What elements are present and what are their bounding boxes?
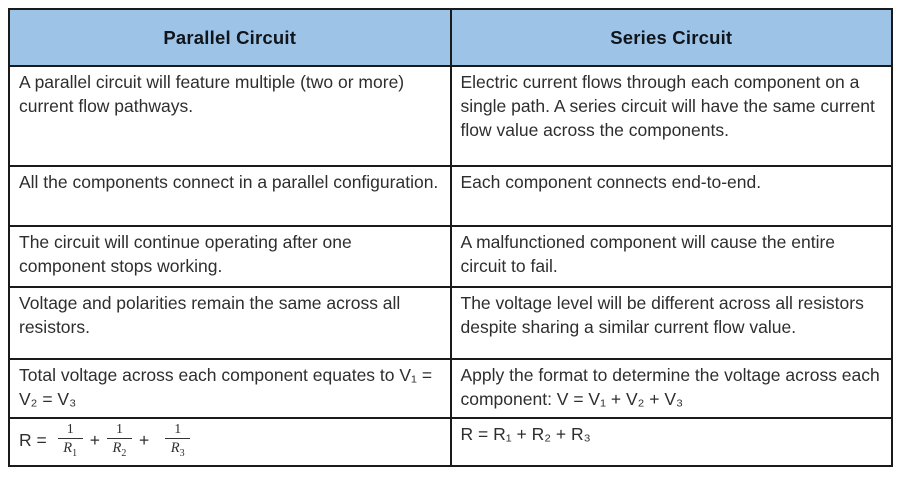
fraction-denominator: R1 <box>58 439 83 459</box>
denominator-subscript: 1 <box>72 447 78 459</box>
table-row: Voltage and polarities remain the same a… <box>8 286 893 360</box>
table-row: The circuit will continue operating afte… <box>8 225 893 288</box>
denominator-base: R <box>112 440 122 456</box>
comparison-table: Parallel Circuit Series Circuit A parall… <box>8 8 893 467</box>
formula-lead: R = <box>19 430 47 451</box>
fraction-numerator: 1 <box>106 422 132 439</box>
cell-series-fails: A malfunctioned component will cause the… <box>449 225 893 288</box>
cell-parallel-pathways: A parallel circuit will feature multiple… <box>8 65 452 167</box>
fraction-denominator: R2 <box>107 439 132 459</box>
cell-parallel-configuration: All the components connect in a parallel… <box>8 165 452 227</box>
cell-series-voltage-different: The voltage level will be different acro… <box>449 286 893 360</box>
fraction-numerator: 1 <box>57 422 83 439</box>
plus-operator: + <box>89 430 100 451</box>
denominator-base: R <box>63 440 73 456</box>
cell-parallel-total-voltage: Total voltage across each component equa… <box>8 358 452 419</box>
denominator-base: R <box>170 440 180 456</box>
plus-operator: + <box>138 430 150 451</box>
cell-series-voltage-formula: Apply the format to determine the voltag… <box>449 358 893 419</box>
fraction-denominator: R3 <box>165 439 190 459</box>
column-header-series: Series Circuit <box>449 8 893 67</box>
cell-parallel-keeps-operating: The circuit will continue operating afte… <box>8 225 452 288</box>
denominator-subscript: 2 <box>121 447 127 459</box>
table-header: Parallel Circuit Series Circuit <box>8 8 893 67</box>
header-row: Parallel Circuit Series Circuit <box>8 8 893 67</box>
cell-series-single-path: Electric current flows through each comp… <box>449 65 893 167</box>
fraction-numerator: 1 <box>165 422 191 439</box>
denominator-subscript: 3 <box>179 447 185 459</box>
table-row: Total voltage across each component equa… <box>8 358 893 419</box>
cell-series-end-to-end: Each component connects end-to-end. <box>449 165 893 227</box>
cell-parallel-voltage-same: Voltage and polarities remain the same a… <box>8 286 452 360</box>
cell-series-resistance-formula: R = R₁ + R₂ + R₃ <box>449 417 893 467</box>
table-body: A parallel circuit will feature multiple… <box>8 65 893 467</box>
column-header-parallel: Parallel Circuit <box>8 8 452 67</box>
table-row: All the components connect in a parallel… <box>8 165 893 227</box>
table-row: A parallel circuit will feature multiple… <box>8 65 893 167</box>
